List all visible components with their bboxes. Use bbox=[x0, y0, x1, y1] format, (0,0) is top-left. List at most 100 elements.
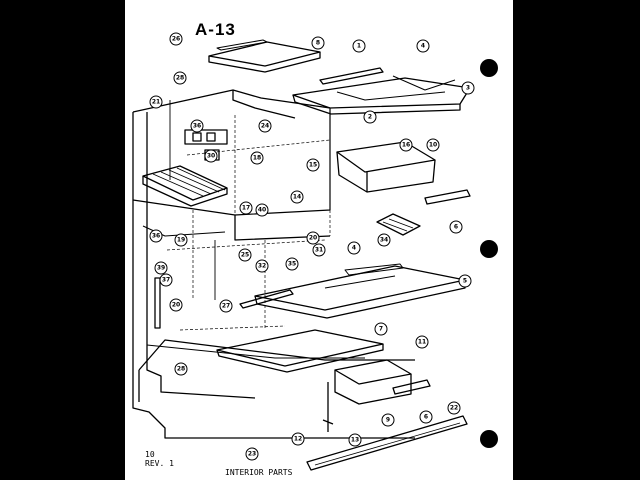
callout-circle bbox=[245, 447, 259, 461]
shelf-rail-left bbox=[239, 289, 294, 309]
callout-circle bbox=[374, 322, 388, 336]
callout-c36a: 36 bbox=[190, 119, 204, 133]
callout-circle bbox=[149, 95, 163, 109]
callout-c40: 40 bbox=[255, 203, 269, 217]
callout-c37: 37 bbox=[159, 273, 173, 287]
callout-c8a: 8 bbox=[311, 36, 325, 50]
callout-circle bbox=[258, 119, 272, 133]
callout-circle bbox=[169, 32, 183, 46]
callout-c36b: 36 bbox=[149, 229, 163, 243]
callout-circle bbox=[415, 335, 429, 349]
callout-number: 40 bbox=[258, 207, 266, 214]
callout-number: 31 bbox=[315, 247, 323, 254]
callout-c31: 31 bbox=[312, 243, 326, 257]
callout-circle bbox=[255, 259, 269, 273]
callout-c3a: 3 bbox=[461, 81, 475, 95]
callout-circle bbox=[399, 138, 413, 152]
bracket-12 bbox=[322, 382, 334, 432]
callout-c22: 22 bbox=[447, 401, 461, 415]
callout-c34: 34 bbox=[377, 233, 391, 247]
shelf-trim-6b bbox=[392, 379, 431, 395]
egg-tray-ridges bbox=[382, 218, 414, 232]
callout-number: 35 bbox=[288, 261, 296, 268]
callout-c20b: 20 bbox=[169, 298, 183, 312]
callout-circle bbox=[377, 233, 391, 247]
callout-c32: 32 bbox=[255, 259, 269, 273]
callout-c14: 14 bbox=[290, 190, 304, 204]
callout-c25: 25 bbox=[238, 248, 252, 262]
callout-c6a: 6 bbox=[449, 220, 463, 234]
wire-support-4 bbox=[392, 75, 456, 91]
shelf-rail-1 bbox=[319, 67, 384, 85]
shelf-bracket-4b bbox=[344, 263, 404, 276]
callout-c27: 27 bbox=[219, 299, 233, 313]
assembly-leaders bbox=[166, 115, 331, 331]
shelf-trim-6a bbox=[424, 189, 471, 205]
callout-c4a: 4 bbox=[416, 39, 430, 53]
callout-number: 9 bbox=[386, 417, 390, 424]
callout-circle bbox=[169, 298, 183, 312]
section-caption: INTERIOR PARTS bbox=[225, 468, 293, 477]
cabinet-top-lip bbox=[232, 90, 296, 119]
callout-number: 23 bbox=[248, 451, 256, 458]
callout-number: 7 bbox=[379, 326, 383, 333]
meat-drawer-top bbox=[334, 359, 412, 385]
revision: REV. 1 bbox=[145, 459, 174, 468]
callout-circle bbox=[154, 261, 168, 275]
callout-c19: 19 bbox=[174, 233, 188, 247]
callout-number: 19 bbox=[177, 237, 185, 244]
middle-shelf-front bbox=[254, 280, 466, 319]
freezer-shelf-frame bbox=[292, 77, 471, 109]
callout-circle bbox=[255, 203, 269, 217]
callout-c39: 39 bbox=[154, 261, 168, 275]
callout-circle bbox=[173, 71, 187, 85]
callout-circle bbox=[250, 151, 264, 165]
callout-c11: 11 bbox=[415, 335, 429, 349]
callout-c9: 9 bbox=[381, 413, 395, 427]
callout-circle bbox=[174, 362, 188, 376]
divider-front bbox=[234, 215, 331, 241]
callout-c28b: 28 bbox=[174, 362, 188, 376]
callout-number: 17 bbox=[242, 205, 250, 212]
frame-wire bbox=[336, 91, 446, 101]
callout-circle bbox=[290, 190, 304, 204]
shelf-trim-26 bbox=[216, 39, 268, 51]
callout-circle bbox=[352, 39, 366, 53]
callout-c12: 12 bbox=[291, 432, 305, 446]
callout-number: 3 bbox=[466, 85, 470, 92]
callout-circle bbox=[190, 119, 204, 133]
callout-circle bbox=[306, 158, 320, 172]
callout-circle bbox=[419, 410, 433, 424]
callout-number: 25 bbox=[241, 252, 249, 259]
callout-c30: 30 bbox=[204, 149, 218, 163]
callout-c20a: 20 bbox=[306, 231, 320, 245]
callout-circle bbox=[159, 273, 173, 287]
callout-number: 6 bbox=[454, 224, 458, 231]
callout-number: 32 bbox=[258, 263, 266, 270]
ice-tray-front bbox=[142, 176, 228, 207]
callout-c4b: 4 bbox=[347, 241, 361, 255]
callout-c26a: 26 bbox=[169, 32, 183, 46]
callout-number: 2 bbox=[368, 114, 372, 121]
callout-circle bbox=[306, 231, 320, 245]
callout-number: 28 bbox=[177, 366, 185, 373]
callout-circle bbox=[285, 257, 299, 271]
callout-number: 5 bbox=[463, 278, 467, 285]
lower-shelf-front bbox=[216, 344, 384, 373]
callout-circle bbox=[449, 220, 463, 234]
lower-liner-line bbox=[146, 344, 365, 359]
kick-plate bbox=[306, 415, 468, 471]
callout-c7: 7 bbox=[374, 322, 388, 336]
control-knob-left bbox=[192, 132, 202, 142]
callout-circle bbox=[238, 248, 252, 262]
callout-number: 18 bbox=[253, 155, 261, 162]
callout-circle bbox=[239, 201, 253, 215]
middle-shelf bbox=[254, 265, 466, 311]
callout-number: 4 bbox=[352, 245, 356, 252]
callout-c6b: 6 bbox=[419, 410, 433, 424]
parts-diagram-sheet: A-13 bbox=[125, 0, 513, 480]
callout-circle bbox=[416, 39, 430, 53]
binder-hole-middle bbox=[480, 240, 498, 258]
callout-c24a: 24 bbox=[258, 119, 272, 133]
